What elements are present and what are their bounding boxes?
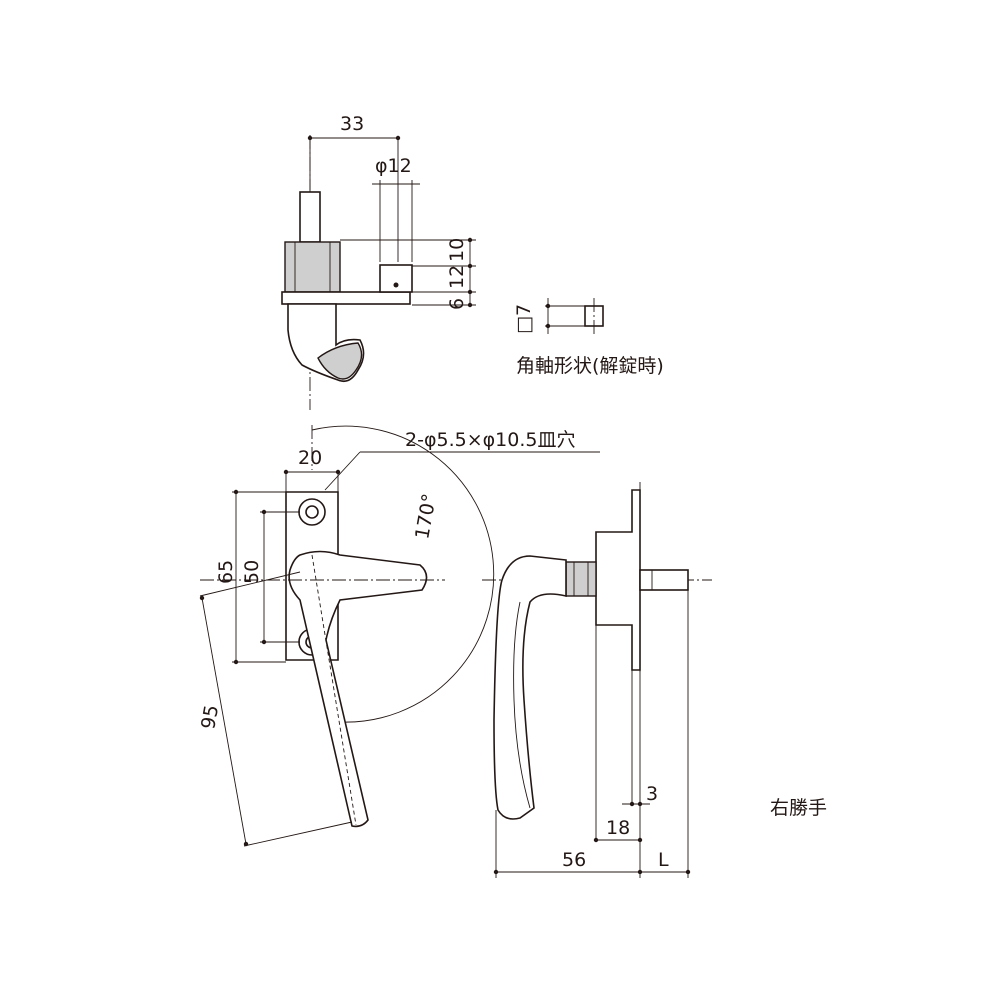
- front-view: 2-φ5.5×φ10.5皿穴 20 65 50: [197, 425, 600, 847]
- dim-square7: □7: [513, 304, 535, 334]
- top-view: 33 φ12 10 12 6: [281, 113, 476, 410]
- dim-65: 65: [215, 560, 237, 584]
- dim-3: 3: [646, 783, 658, 805]
- square-shaft-caption: 角軸形状(解錠時): [516, 355, 664, 377]
- dim-L: L: [658, 849, 669, 871]
- dim-phi12: φ12: [375, 155, 412, 177]
- hand-label: 右勝手: [770, 797, 827, 819]
- dim-20: 20: [298, 447, 322, 469]
- dim-holes-note: 2-φ5.5×φ10.5皿穴: [405, 429, 575, 451]
- dim-170deg: 170°: [411, 492, 441, 541]
- dim-56: 56: [562, 849, 586, 871]
- dim-18: 18: [606, 817, 630, 839]
- dim-33: 33: [340, 113, 364, 135]
- side-view: 3 18 56 L: [482, 482, 712, 878]
- dim-10: 10: [446, 238, 468, 262]
- dim-6: 6: [446, 298, 468, 310]
- dim-95: 95: [197, 703, 223, 731]
- dim-50: 50: [241, 560, 263, 584]
- square-shaft-detail: □7 角軸形状(解錠時): [513, 298, 664, 377]
- dim-12: 12: [446, 265, 468, 289]
